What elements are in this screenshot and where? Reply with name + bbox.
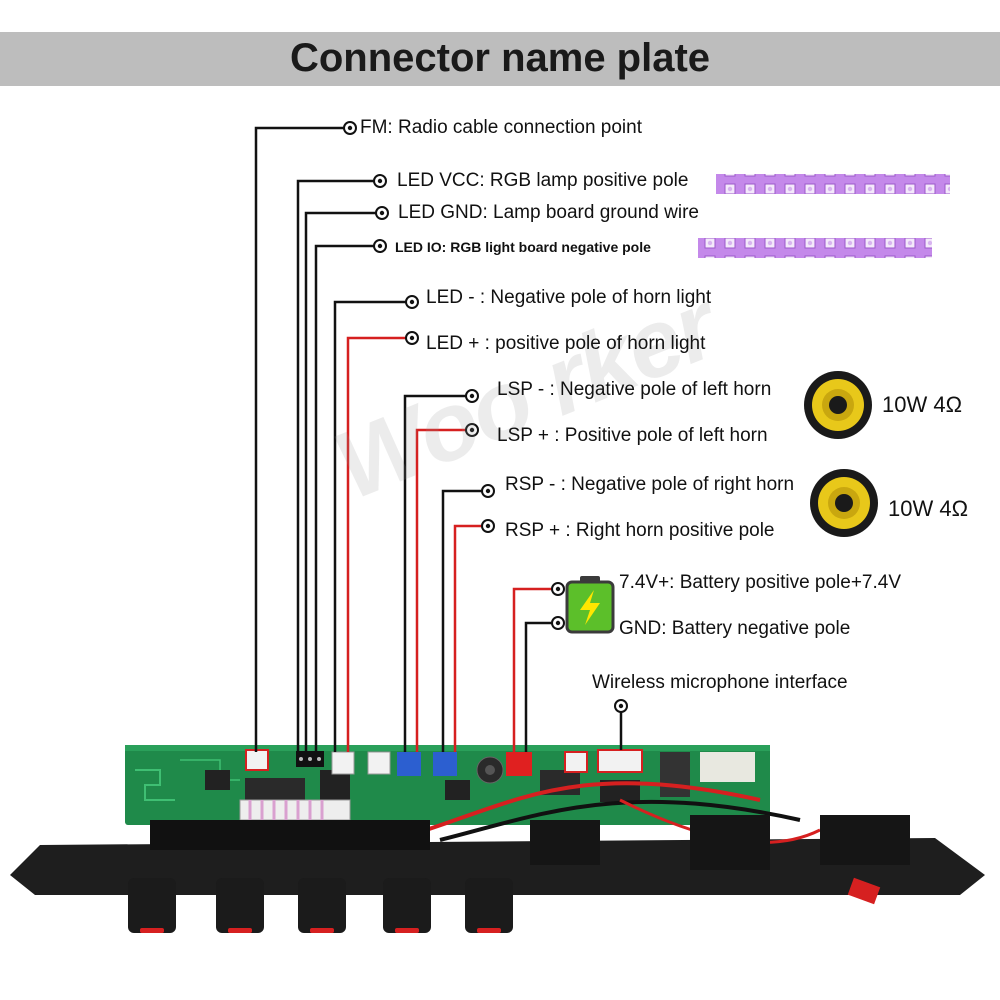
label-rsp-minus: RSP - : Negative pole of right horn — [505, 474, 795, 495]
right-speaker-connector — [433, 752, 457, 776]
led-strip-icon — [716, 174, 950, 194]
right-speaker-spec: 10W 4Ω — [888, 496, 969, 521]
speaker-icon — [810, 469, 878, 537]
battery-connector — [506, 752, 532, 776]
mic-connector — [597, 749, 643, 773]
page-title: Connector name plate — [289, 36, 711, 80]
battery-icon — [565, 576, 615, 634]
label-led-io: LED IO: RGB light board negative pole — [395, 239, 651, 255]
led-strip-icon — [698, 238, 932, 258]
horn-light-connector — [331, 751, 355, 775]
leader-lines-red — [346, 336, 552, 752]
label-mic: Wireless microphone interface — [592, 672, 848, 693]
left-speaker-connector — [397, 752, 421, 776]
left-speaker-spec: 10W 4Ω — [882, 392, 963, 417]
label-rsp-plus: RSP + : Right horn positive pole — [505, 520, 775, 541]
label-lsp-plus: LSP + : Positive pole of left horn — [497, 425, 768, 446]
label-battery-gnd: GND: Battery negative pole — [619, 618, 851, 639]
leader-lines-black — [254, 126, 623, 752]
speaker-icon — [804, 371, 872, 439]
knob-row — [128, 878, 513, 933]
fm-connector — [245, 749, 269, 771]
label-led-minus: LED - : Negative pole of horn light — [426, 287, 712, 308]
label-led-vcc: LED VCC: RGB lamp positive pole — [397, 170, 689, 191]
title-bar — [0, 32, 1000, 86]
label-lsp-minus: LSP - : Negative pole of left horn — [497, 379, 772, 400]
label-led-plus: LED + : positive pole of horn light — [426, 333, 706, 354]
label-led-gnd: LED GND: Lamp board ground wire — [398, 202, 699, 223]
amplifier-board — [10, 745, 985, 933]
label-fm: FM: Radio cable connection point — [360, 117, 642, 138]
label-battery-plus: 7.4V+: Battery positive pole+7.4V — [619, 572, 902, 593]
